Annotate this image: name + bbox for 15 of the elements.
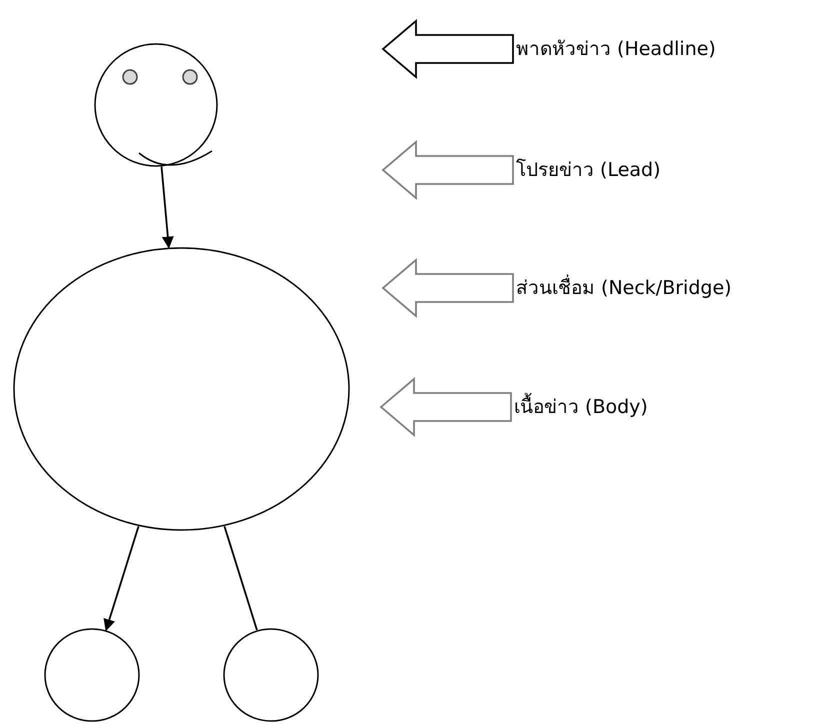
foot-circle <box>44 628 140 722</box>
arrow <box>104 526 140 632</box>
block-arrow <box>382 19 514 79</box>
part-label: โปรยข่าว (Lead) <box>516 157 661 183</box>
foot-circle <box>223 628 319 722</box>
part-label: เนื้อข่าว (Body) <box>514 394 648 420</box>
block-arrow <box>382 258 514 318</box>
block-arrow <box>382 140 514 200</box>
block-arrow <box>380 377 512 437</box>
connector-line <box>224 526 258 630</box>
part-label: พาดหัวข่าว (Headline) <box>516 36 716 62</box>
part-label: ส่วนเชื่อม (Neck/Bridge) <box>516 275 732 301</box>
body-oval <box>13 247 350 531</box>
face-circle <box>94 43 218 167</box>
arrow <box>160 166 174 249</box>
